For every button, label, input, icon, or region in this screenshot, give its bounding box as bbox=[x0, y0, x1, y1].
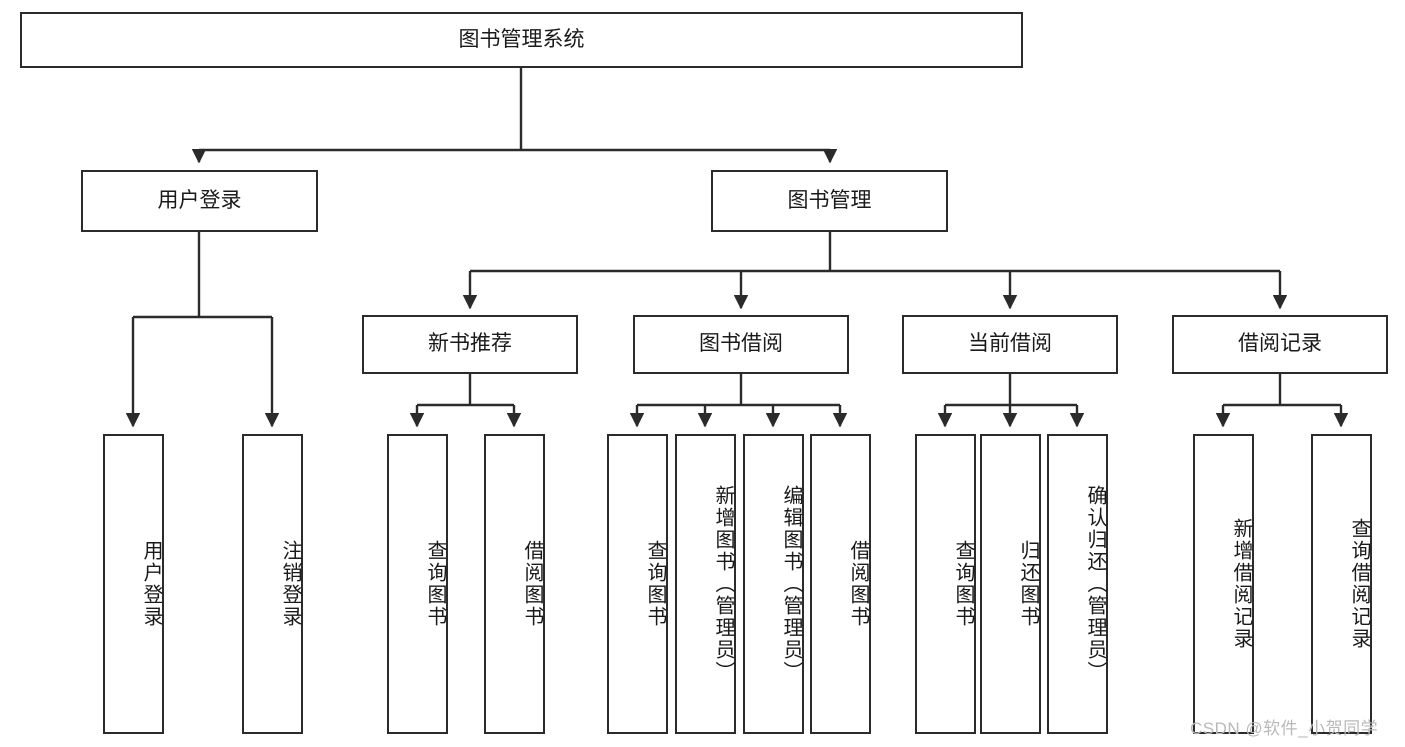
node-book-borrow[interactable]: 图书借阅 bbox=[633, 315, 849, 374]
node-label: 图书管理 bbox=[787, 188, 872, 212]
node-label: 归还图书 bbox=[1017, 540, 1039, 628]
leaf-record-query-record[interactable]: 查询借阅记录 bbox=[1311, 434, 1372, 734]
leaf-current-return-book[interactable]: 归还图书 bbox=[980, 434, 1041, 734]
node-label: 借阅记录 bbox=[1238, 332, 1322, 356]
node-root-system[interactable]: 图书管理系统 bbox=[20, 12, 1023, 68]
node-current-borrow[interactable]: 当前借阅 bbox=[902, 315, 1118, 374]
leaf-borrow-add-book[interactable]: 新增图书（管理员） bbox=[675, 434, 736, 734]
node-label: 注销登录 bbox=[279, 540, 301, 628]
node-book-management[interactable]: 图书管理 bbox=[711, 170, 948, 232]
leaf-current-confirm-return[interactable]: 确认归还（管理员） bbox=[1047, 434, 1108, 734]
node-label: 查询图书 bbox=[952, 540, 974, 628]
node-label: 新增借阅记录 bbox=[1230, 518, 1252, 650]
node-label: 图书管理系统 bbox=[458, 27, 585, 51]
node-label: 借阅图书 bbox=[521, 540, 543, 628]
leaf-borrow-borrow-book[interactable]: 借阅图书 bbox=[810, 434, 871, 734]
node-label: 当前借阅 bbox=[968, 332, 1052, 356]
node-label: 新增图书（管理员） bbox=[712, 485, 734, 683]
leaf-recommend-borrow-book[interactable]: 借阅图书 bbox=[484, 434, 545, 734]
node-label: 确认归还（管理员） bbox=[1084, 485, 1106, 683]
node-label: 查询图书 bbox=[644, 540, 666, 628]
node-label: 用户登录 bbox=[140, 540, 162, 628]
node-label: 借阅图书 bbox=[847, 540, 869, 628]
node-label: 新书推荐 bbox=[428, 332, 512, 356]
leaf-recommend-query-book[interactable]: 查询图书 bbox=[387, 434, 448, 734]
node-label: 图书借阅 bbox=[699, 332, 783, 356]
node-new-book-recommend[interactable]: 新书推荐 bbox=[362, 315, 578, 374]
node-label: 编辑图书（管理员） bbox=[780, 485, 802, 683]
leaf-current-query-book[interactable]: 查询图书 bbox=[915, 434, 976, 734]
node-label: 查询借阅记录 bbox=[1348, 518, 1370, 650]
leaf-record-add-record[interactable]: 新增借阅记录 bbox=[1193, 434, 1254, 734]
node-borrow-record[interactable]: 借阅记录 bbox=[1172, 315, 1388, 374]
csdn-watermark: CSDN @软件_小贺同学 bbox=[1190, 719, 1379, 738]
node-label: 用户登录 bbox=[157, 188, 242, 212]
leaf-user-login-signin[interactable]: 用户登录 bbox=[103, 434, 164, 734]
node-user-login[interactable]: 用户登录 bbox=[81, 170, 318, 232]
leaf-user-login-signout[interactable]: 注销登录 bbox=[242, 434, 303, 734]
leaf-borrow-edit-book[interactable]: 编辑图书（管理员） bbox=[743, 434, 804, 734]
leaf-borrow-query-book[interactable]: 查询图书 bbox=[607, 434, 668, 734]
node-label: 查询图书 bbox=[424, 540, 446, 628]
